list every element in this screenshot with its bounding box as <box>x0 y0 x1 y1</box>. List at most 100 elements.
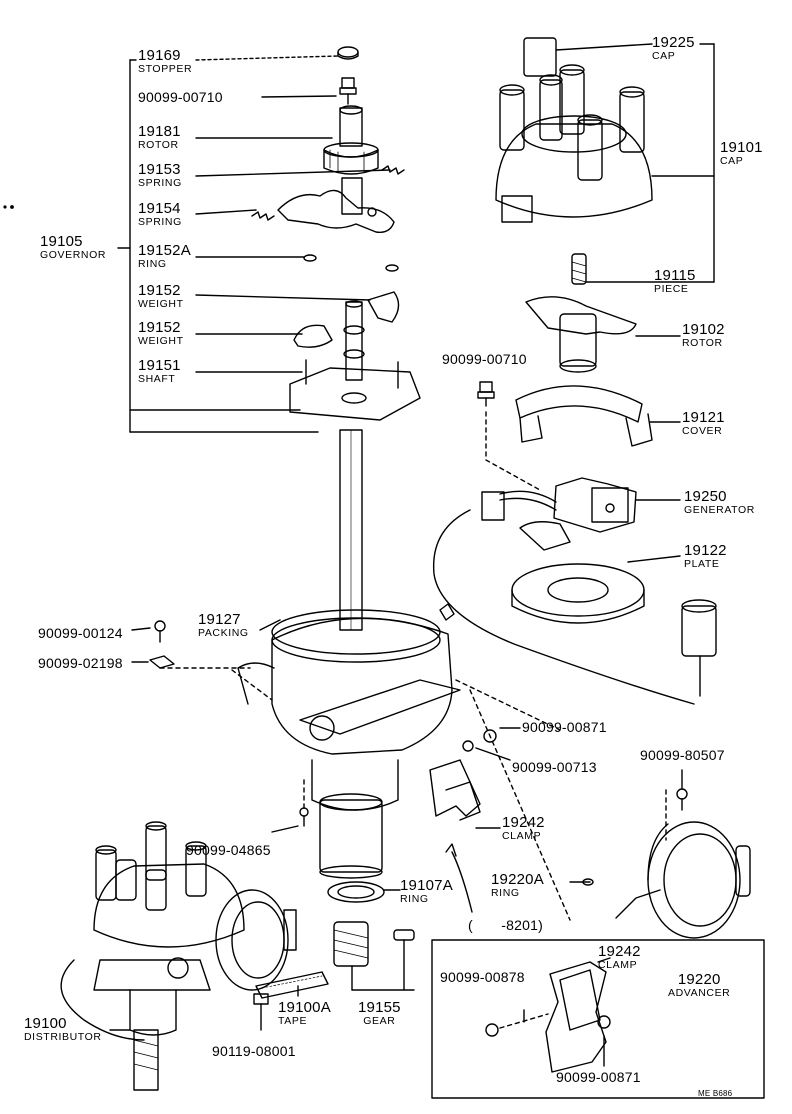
part-number: 19220A <box>491 871 544 888</box>
label-19100A: 19100A TAPE <box>278 1000 331 1027</box>
part-number: 19100A <box>278 999 331 1016</box>
stopper-part <box>337 46 359 60</box>
part-name: SHAFT <box>138 373 176 385</box>
part-name: ROTOR <box>682 337 723 349</box>
label-19122: 19122 PLATE <box>684 543 727 570</box>
leader-lines-left <box>195 55 391 373</box>
label-19220A: 19220A RING <box>491 872 544 899</box>
part-name: DISTRIBUTOR <box>24 1031 102 1043</box>
label-19242-b: 19242 CLAMP <box>598 944 641 971</box>
plate-part <box>511 555 681 624</box>
bolt-part <box>253 993 269 1031</box>
connector-part <box>681 599 717 697</box>
label-19169: 19169 STOPPER <box>138 48 192 75</box>
part-number: 19152A <box>138 242 191 259</box>
housing-leaders <box>231 619 571 921</box>
governor-rotor-part <box>323 105 379 175</box>
label-19127: 19127 PACKING <box>198 612 249 639</box>
cover-part <box>515 385 681 447</box>
part-name: RING <box>491 887 520 899</box>
label-90099-00710-a: 90099-00710 <box>138 90 223 104</box>
part-number: 19127 <box>198 611 241 628</box>
label-19101: 19101 CAP <box>720 140 763 167</box>
part-name: CAP <box>720 155 744 167</box>
label-90099-00124: 90099-00124 <box>38 626 123 640</box>
part-name: ROTOR <box>138 139 179 151</box>
label-19242-a: 19242 CLAMP <box>502 815 545 842</box>
label-19102: 19102 ROTOR <box>682 322 725 349</box>
label-90099-00710-b: 90099-00710 <box>442 352 527 366</box>
part-number: 19100 <box>24 1015 67 1032</box>
part-number: 90119-08001 <box>212 1043 296 1059</box>
gear-ring-parts <box>327 881 415 991</box>
part-name: WEIGHT <box>138 335 184 347</box>
part-number: 19102 <box>682 321 725 338</box>
part-number: 19122 <box>684 542 727 559</box>
part-number: 90099-00871 <box>522 719 607 735</box>
part-number: 19153 <box>138 161 181 178</box>
part-name: PIECE <box>654 283 689 295</box>
generator-part <box>432 477 695 705</box>
part-name: CAP <box>652 50 676 62</box>
part-number: 19105 <box>40 233 83 250</box>
assembled-distributor <box>60 821 297 1091</box>
part-name: RING <box>138 258 167 270</box>
part-number: 19242 <box>502 814 545 831</box>
drawing-code: ME B686 <box>698 1090 732 1098</box>
part-number: 19169 <box>138 47 181 64</box>
part-name: CLAMP <box>598 959 638 971</box>
label-19225: 19225 CAP <box>652 35 695 62</box>
model-range: ( -8201) <box>468 917 543 933</box>
part-number: 19152 <box>138 282 181 299</box>
label-19181: 19181 ROTOR <box>138 124 181 151</box>
label-90099-04865: 90099-04865 <box>186 843 271 857</box>
inset-range-label: ( -8201) <box>468 918 543 932</box>
part-name: STOPPER <box>138 63 193 75</box>
label-90099-80507: 90099-80507 <box>640 748 725 762</box>
part-number: 19220 <box>677 971 721 988</box>
label-19152-b: 19152 WEIGHT <box>138 320 184 347</box>
part-number: 90099-00878 <box>440 969 525 985</box>
edge-mark <box>3 205 14 209</box>
ring-part <box>303 254 399 272</box>
cap-leaders <box>555 43 715 283</box>
label-19153: 19153 SPRING <box>138 162 182 189</box>
label-19152-a: 19152 WEIGHT <box>138 283 184 310</box>
part-number: 90099-02198 <box>38 655 123 671</box>
label-90099-00878: 90099-00878 <box>440 970 525 984</box>
part-name: PLATE <box>684 558 720 570</box>
part-name: SPRING <box>138 177 182 189</box>
part-number: 90099-00713 <box>512 759 597 775</box>
part-number: 90099-04865 <box>186 842 271 858</box>
part-number: 19225 <box>652 34 695 51</box>
screw-b-part <box>477 381 541 491</box>
part-name: TAPE <box>278 1015 308 1027</box>
label-19155: 19155 GEAR <box>358 1000 401 1027</box>
drawing-code-text: ME B686 <box>698 1089 733 1098</box>
label-19107A: 19107A RING <box>400 878 453 905</box>
part-number: 19107A <box>400 877 453 894</box>
part-number: 19242 <box>598 943 641 960</box>
distributor-rotor-part <box>525 296 681 373</box>
part-name: WEIGHT <box>138 298 184 310</box>
part-number: 19121 <box>682 409 725 426</box>
clamp-part <box>429 759 501 829</box>
part-name: RING <box>400 893 429 905</box>
part-number: 19101 <box>720 139 763 156</box>
part-name: ADVANCER <box>668 987 731 999</box>
part-name: CLAMP <box>502 830 542 842</box>
weight-parts <box>293 291 400 348</box>
part-name: GENERATOR <box>684 504 755 516</box>
part-name: SPRING <box>138 216 182 228</box>
part-name: GEAR <box>363 1015 396 1027</box>
part-number: 19155 <box>358 999 401 1016</box>
label-19220: 19220 ADVANCER <box>668 972 730 999</box>
label-19151: 19151 SHAFT <box>138 358 181 385</box>
label-19152A: 19152A RING <box>138 243 191 270</box>
part-number: 19151 <box>138 357 181 374</box>
part-number: 90099-00871 <box>556 1069 641 1085</box>
advancer-part <box>615 769 751 939</box>
part-name: GOVERNOR <box>40 249 107 261</box>
shaft-part <box>289 300 421 631</box>
